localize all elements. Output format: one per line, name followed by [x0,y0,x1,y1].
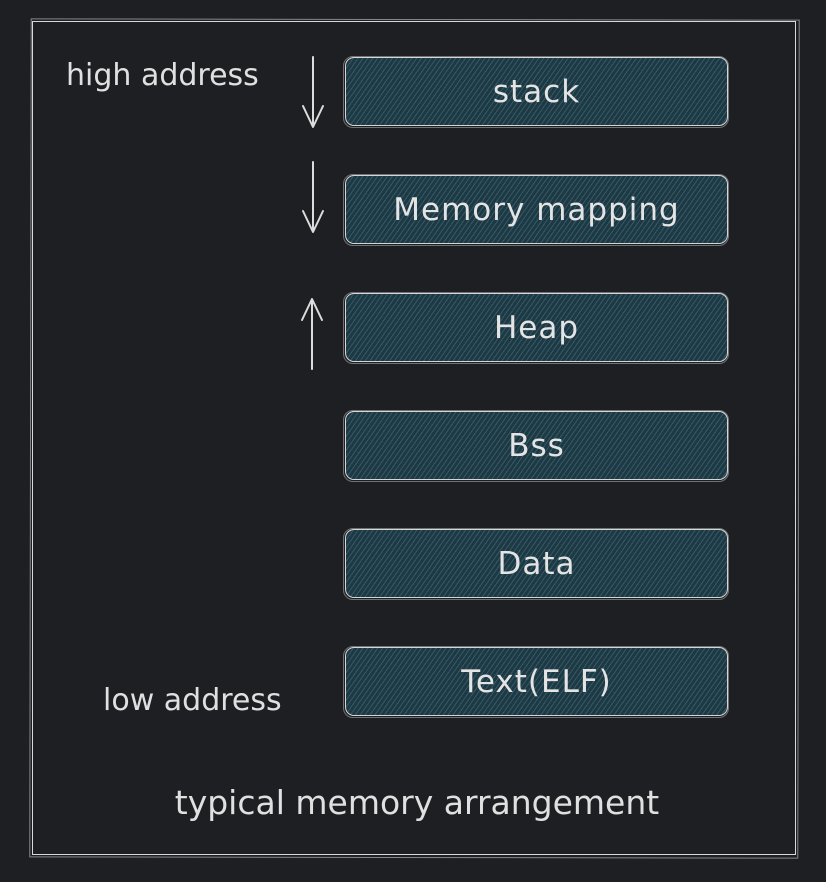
segment-heap-label: Heap [493,309,580,346]
mmap-grow-down-arrow-icon [302,161,324,233]
diagram-caption: typical memory arrangement [174,783,660,822]
low-address-label: low address [103,683,282,718]
segment-stack: stack [343,56,729,128]
stack-grow-down-arrow-icon [302,56,324,128]
heap-grow-up-arrow-icon [301,298,323,370]
high-address-label: high address [66,58,259,93]
segment-memory-mapping-label: Memory mapping [393,191,680,228]
segment-heap: Heap [343,292,729,364]
outer-frame [32,21,796,855]
segment-bss: Bss [343,410,729,482]
segment-stack-label: stack [492,73,581,110]
segment-data: Data [343,528,729,600]
segment-text-elf: Text(ELF) [343,646,729,718]
segment-data-label: Data [497,545,576,582]
segment-bss-label: Bss [508,427,565,464]
segment-text-elf-label: Text(ELF) [461,663,612,700]
segment-memory-mapping: Memory mapping [343,174,729,246]
